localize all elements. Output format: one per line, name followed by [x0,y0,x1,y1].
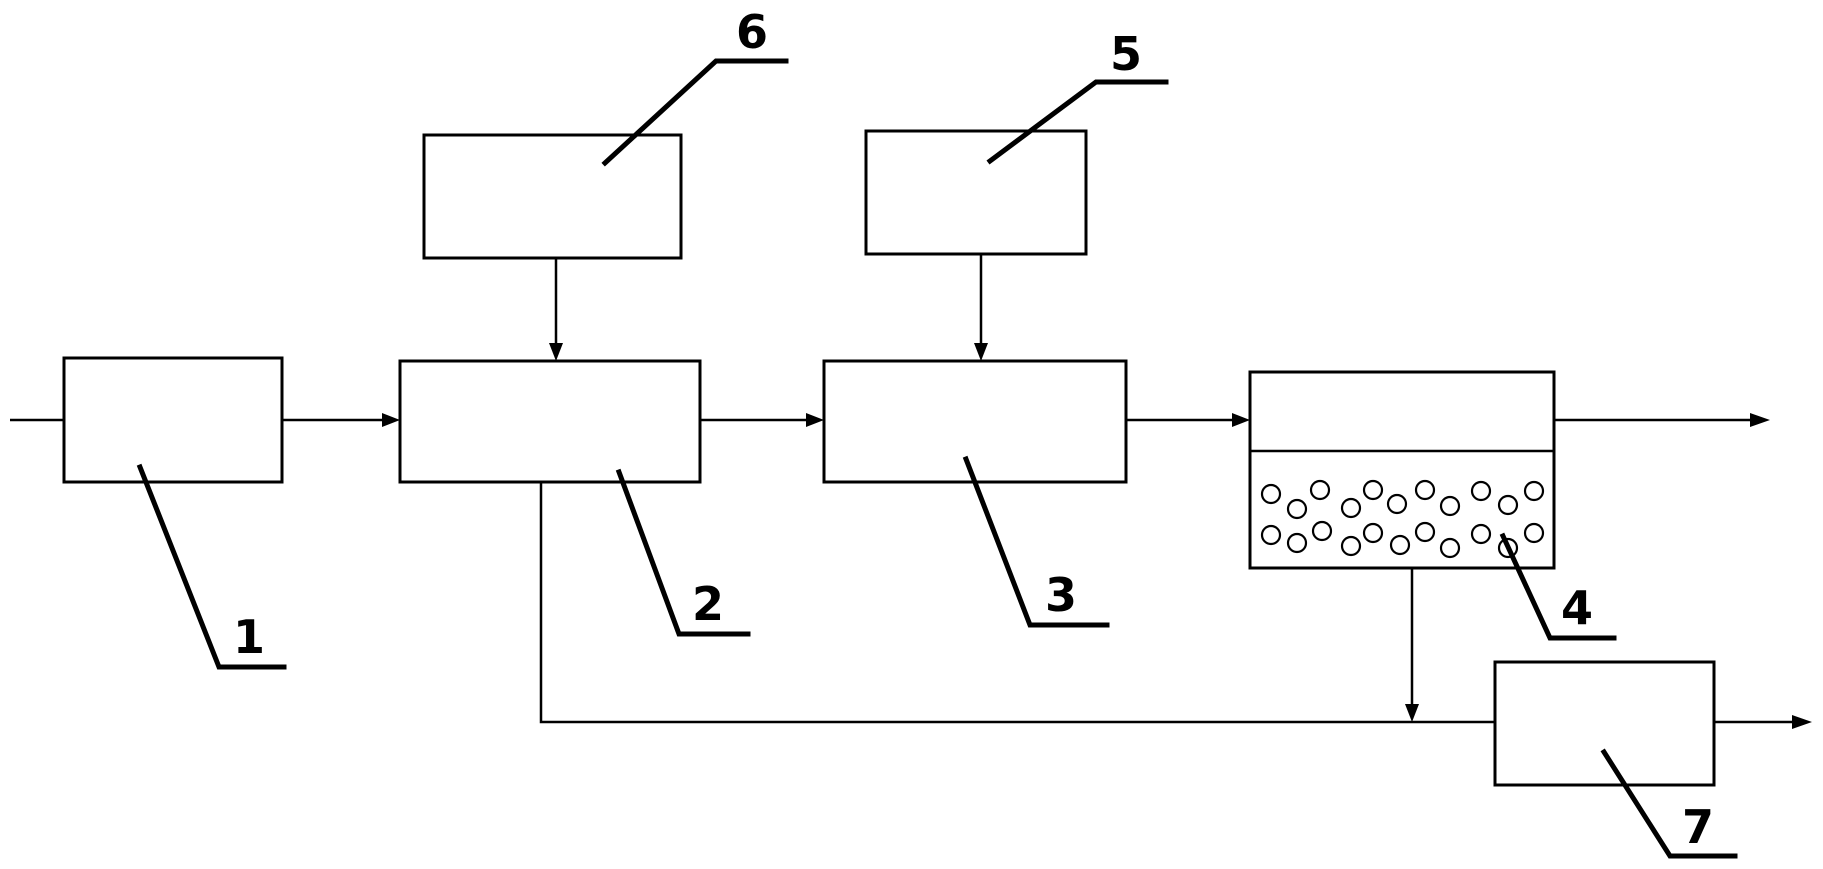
leader-7 [1600,748,1738,859]
unit-2-box [398,359,702,484]
label-unit-7: 7 [1682,800,1714,854]
flow-3-to-4 [1126,413,1250,427]
label-unit-6: 6 [736,5,768,59]
leader-1 [136,463,287,670]
unit-1-box [62,356,284,484]
leader-3 [962,455,1110,628]
flow-6-to-2 [549,258,563,361]
leader-2 [615,468,751,637]
flow-1-to-2 [282,413,400,427]
label-unit-3: 3 [1045,568,1077,622]
unit-6-box [422,133,683,260]
leader-6 [601,58,789,167]
leader-4 [1499,532,1617,641]
flow-4-to-7 [1405,568,1419,722]
flow-2-to-7 [539,482,1495,724]
unit-4-filter-media [1260,479,1545,559]
label-unit-5: 5 [1110,27,1142,81]
flow-2-to-3 [700,413,824,427]
label-unit-2: 2 [692,577,724,631]
unit-5-box [864,129,1088,256]
unit-3-box [822,359,1128,484]
flow-7-outlet [1714,715,1812,729]
unit-4-box [1248,370,1556,570]
flow-5-to-3 [974,254,988,361]
label-unit-4: 4 [1561,581,1593,635]
flow-4-outlet [1554,413,1770,427]
label-unit-1: 1 [233,610,265,664]
leader-5 [986,79,1169,165]
unit-7-box [1493,660,1716,787]
